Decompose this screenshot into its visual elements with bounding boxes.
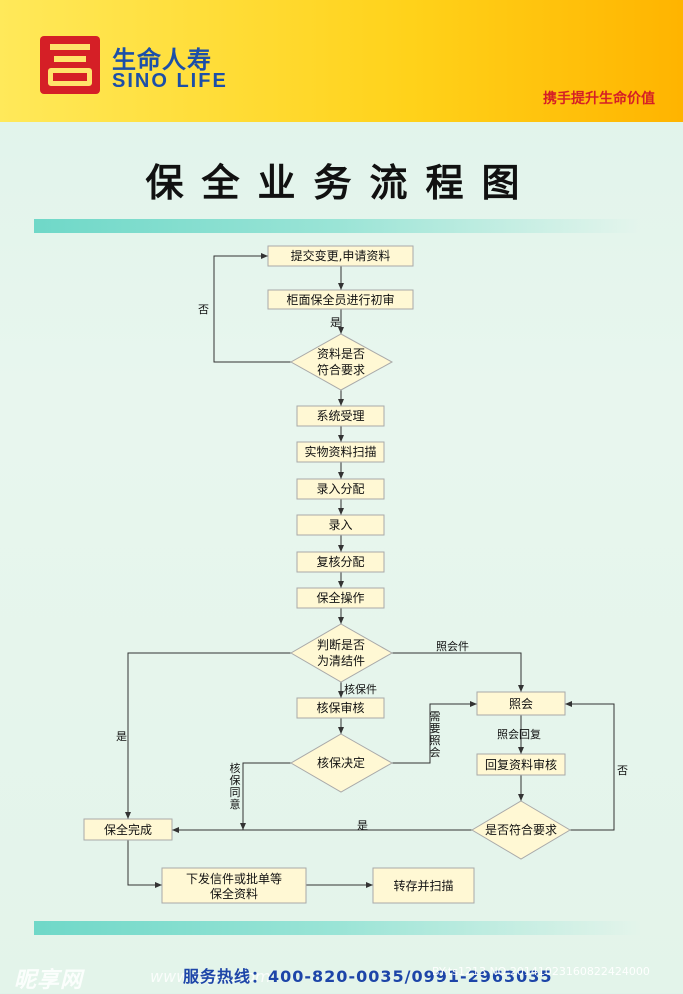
label-yes-2: 是 <box>357 819 368 832</box>
node-judge: 判断是否 为清结件 <box>290 623 394 683</box>
svg-text:下发信件或批单等: 下发信件或批单等 <box>186 871 282 886</box>
svg-text:复核分配: 复核分配 <box>316 555 364 569</box>
decorative-band-bottom <box>34 921 640 935</box>
svg-text:回复资料审核: 回复资料审核 <box>485 757 557 772</box>
label-uw-agree: 核保同意 <box>230 761 241 811</box>
node-reply-review: 回复资料审核 <box>476 753 566 776</box>
svg-text:核保审核: 核保审核 <box>316 700 364 715</box>
label-notice-case: 照会件 <box>436 640 469 653</box>
node-notice: 照会 <box>476 691 566 716</box>
node-uw-review: 核保审核 <box>296 697 385 719</box>
page-title: 保全业务流程图 <box>145 161 538 205</box>
node-assign-entry: 录入分配 <box>296 478 385 500</box>
label-notice-reply: 照会回复 <box>497 727 541 741</box>
svg-text:资料是否: 资料是否 <box>317 347 365 361</box>
node-assign-recheck: 复核分配 <box>296 551 385 573</box>
svg-text:照会: 照会 <box>509 697 533 711</box>
node-check1: 资料是否 符合要求 <box>289 333 394 391</box>
flow-connectors <box>125 253 615 888</box>
node-review: 柜面保全员进行初审 <box>267 289 414 310</box>
svg-text:保全操作: 保全操作 <box>316 590 364 605</box>
node-submit: 提交变更,申请资料 <box>267 245 414 267</box>
node-scan: 实物资料扫描 <box>296 441 385 463</box>
label-uw-case: 核保件 <box>344 682 377 696</box>
svg-text:保全资料: 保全资料 <box>210 886 258 901</box>
label-no-1: 否 <box>198 303 209 316</box>
header-banner: 生命人寿 SINO LIFE 携手提升生命价值 <box>0 0 683 122</box>
label-no-2: 否 <box>617 764 628 777</box>
svg-text:柜面保全员进行初审: 柜面保全员进行初审 <box>286 292 394 307</box>
node-complete: 保全完成 <box>83 818 173 841</box>
svg-text:保全完成: 保全完成 <box>104 822 152 837</box>
svg-text:录入: 录入 <box>328 518 352 532</box>
node-accept: 系统受理 <box>296 405 385 427</box>
label-yes-left: 是 <box>116 730 127 743</box>
node-entry: 录入 <box>296 514 385 536</box>
slogan: 携手提升生命价值 <box>543 91 655 107</box>
node-uw-decision: 核保决定 <box>290 733 394 793</box>
node-issue: 下发信件或批单等 保全资料 <box>161 867 307 904</box>
watermark-site: 昵享网 <box>14 968 84 993</box>
svg-text:核保决定: 核保决定 <box>317 755 365 770</box>
node-operate: 保全操作 <box>296 587 385 609</box>
brand-name-cn: 生命人寿 <box>112 46 212 74</box>
node-archive: 转存并扫描 <box>372 867 475 904</box>
svg-text:系统受理: 系统受理 <box>316 409 364 423</box>
svg-text:录入分配: 录入分配 <box>316 482 364 496</box>
svg-text:为清结件: 为清结件 <box>317 654 365 668</box>
service-hotline: 服务热线：400-820-0035/0991-2963035 <box>183 967 553 986</box>
svg-text:判断是否: 判断是否 <box>317 637 365 652</box>
svg-text:是否符合要求: 是否符合要求 <box>485 822 557 837</box>
decorative-band-top <box>34 219 640 233</box>
label-yes-1: 是 <box>330 316 341 329</box>
watermark-url: www.nipic.com <box>150 967 271 986</box>
svg-text:符合要求: 符合要求 <box>317 362 365 377</box>
watermark-id: BY:ts1213 NO:20141023160822424000 <box>432 965 650 978</box>
brand-name-en: SINO LIFE <box>112 70 228 92</box>
label-need-notice: 需要照会 <box>430 710 441 759</box>
sino-life-logo-icon <box>40 36 100 94</box>
svg-text:实物资料扫描: 实物资料扫描 <box>304 444 376 459</box>
svg-text:提交变更,申请资料: 提交变更,申请资料 <box>291 248 391 263</box>
svg-text:转存并扫描: 转存并扫描 <box>393 878 453 893</box>
node-check2: 是否符合要求 <box>471 800 571 860</box>
